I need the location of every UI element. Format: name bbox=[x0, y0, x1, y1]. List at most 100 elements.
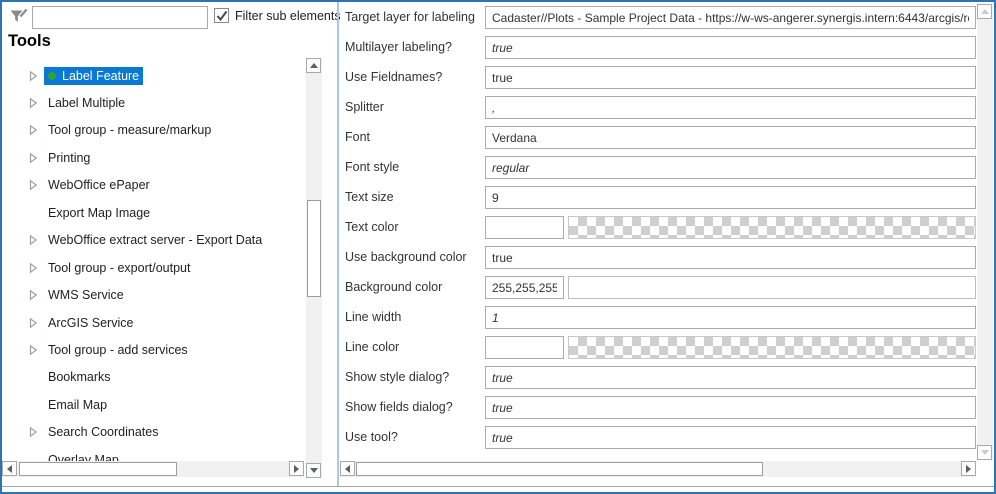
tree-item-tool-group-measure-markup[interactable]: Tool group - measure/markup bbox=[2, 117, 304, 144]
tree-horizontal-scrollbar[interactable] bbox=[2, 461, 304, 477]
properties-panel: Target layer for labelingMultilayer labe… bbox=[339, 2, 993, 486]
transparent-color-swatch[interactable] bbox=[568, 216, 976, 239]
tree-scrollbar-thumb[interactable] bbox=[307, 200, 321, 297]
property-value-input[interactable] bbox=[485, 96, 976, 119]
property-label: Text size bbox=[345, 190, 394, 204]
property-value-input[interactable] bbox=[485, 36, 976, 59]
tree-item-search-coordinates[interactable]: Search Coordinates bbox=[2, 419, 304, 446]
scroll-right-button[interactable] bbox=[289, 461, 304, 476]
expand-arrow-icon[interactable] bbox=[29, 152, 41, 164]
tree-item-wms-service[interactable]: WMS Service bbox=[2, 282, 304, 309]
expand-arrow-icon[interactable] bbox=[29, 179, 41, 191]
tree-item-label-wrap[interactable]: Search Coordinates bbox=[44, 423, 162, 441]
property-value-input[interactable] bbox=[485, 66, 976, 89]
tree-item-label: Label Feature bbox=[62, 68, 140, 83]
filter-input[interactable] bbox=[32, 6, 208, 29]
property-value-input[interactable] bbox=[485, 186, 976, 209]
tree-item-printing[interactable]: Printing bbox=[2, 144, 304, 171]
tree-item-label-feature[interactable]: Label Feature bbox=[2, 62, 304, 89]
scroll-down-button[interactable] bbox=[977, 445, 992, 460]
tree-item-tool-group-export-output[interactable]: Tool group - export/output bbox=[2, 254, 304, 281]
tree-item-label-wrap[interactable]: Export Map Image bbox=[44, 204, 154, 222]
property-label: Use tool? bbox=[345, 430, 398, 444]
tree-item-label-multiple[interactable]: Label Multiple bbox=[2, 89, 304, 116]
property-label: Font style bbox=[345, 160, 400, 174]
expand-arrow-icon[interactable] bbox=[29, 124, 41, 136]
expand-arrow-icon[interactable] bbox=[29, 344, 41, 356]
scroll-left-button[interactable] bbox=[2, 461, 17, 476]
tree-item-label-wrap[interactable]: WebOffice extract server - Export Data bbox=[44, 231, 266, 249]
scroll-left-button[interactable] bbox=[340, 461, 355, 476]
property-label: Multilayer labeling? bbox=[345, 40, 453, 54]
property-row-show-fields-dialog: Show fields dialog? bbox=[339, 396, 993, 420]
properties-hscrollbar-thumb[interactable] bbox=[356, 462, 763, 476]
tree-item-label-wrap[interactable]: ArcGIS Service bbox=[44, 314, 137, 332]
tree-item-label-wrap[interactable]: Label Multiple bbox=[44, 94, 129, 112]
color-value-input[interactable] bbox=[485, 336, 564, 359]
property-row-font-style: Font style bbox=[339, 156, 993, 180]
property-value-input[interactable] bbox=[485, 306, 976, 329]
panel-divider[interactable] bbox=[337, 2, 339, 486]
property-row-text-color: Text color bbox=[339, 216, 993, 240]
property-row-text-size: Text size bbox=[339, 186, 993, 210]
expand-arrow-icon[interactable] bbox=[29, 289, 41, 301]
tree-item-weboffice-extract-server-export-data[interactable]: WebOffice extract server - Export Data bbox=[2, 227, 304, 254]
expand-arrow-icon[interactable] bbox=[29, 70, 41, 82]
tree-item-label-wrap[interactable]: Bookmarks bbox=[44, 368, 115, 386]
expand-arrow-icon[interactable] bbox=[29, 262, 41, 274]
property-label: Splitter bbox=[345, 100, 384, 114]
property-value-input[interactable] bbox=[485, 126, 976, 149]
tree-item-label-wrap[interactable]: WMS Service bbox=[44, 286, 128, 304]
tree-item-email-map[interactable]: Email Map bbox=[2, 391, 304, 418]
property-value-input[interactable] bbox=[485, 156, 976, 179]
property-row-multilayer-labeling: Multilayer labeling? bbox=[339, 36, 993, 60]
scroll-up-button[interactable] bbox=[306, 58, 321, 73]
tree-item-overlay-map[interactable]: Overlay Map bbox=[2, 446, 304, 462]
expand-arrow-icon[interactable] bbox=[29, 426, 41, 438]
expand-arrow-icon[interactable] bbox=[29, 234, 41, 246]
scroll-down-button[interactable] bbox=[306, 463, 321, 478]
scroll-up-button[interactable] bbox=[977, 4, 992, 19]
tree-item-label-wrap[interactable]: Overlay Map bbox=[44, 451, 123, 462]
tree-item-bookmarks[interactable]: Bookmarks bbox=[2, 364, 304, 391]
tree-item-export-map-image[interactable]: Export Map Image bbox=[2, 199, 304, 226]
property-label: Target layer for labeling bbox=[345, 10, 475, 24]
expand-arrow-icon[interactable] bbox=[29, 317, 41, 329]
property-value-input[interactable] bbox=[485, 6, 976, 29]
property-value-input[interactable] bbox=[485, 366, 976, 389]
tree-item-label: Label Multiple bbox=[48, 95, 126, 110]
transparent-color-swatch[interactable] bbox=[568, 336, 976, 359]
tree-item-label-wrap[interactable]: Printing bbox=[44, 149, 94, 167]
tree-item-label: Search Coordinates bbox=[48, 425, 159, 440]
expand-arrow-icon[interactable] bbox=[29, 97, 41, 109]
color-value-input[interactable] bbox=[485, 276, 564, 299]
property-label: Line width bbox=[345, 310, 402, 324]
tree-hscrollbar-thumb[interactable] bbox=[19, 462, 177, 476]
scroll-right-button[interactable] bbox=[961, 461, 976, 476]
tree-vertical-scrollbar[interactable] bbox=[306, 58, 322, 478]
property-value-input[interactable] bbox=[485, 246, 976, 269]
property-label: Show style dialog? bbox=[345, 370, 450, 384]
properties-horizontal-scrollbar[interactable] bbox=[340, 461, 976, 477]
tree-item-label-wrap[interactable]: Label Feature bbox=[44, 66, 144, 85]
tree-item-tool-group-add-services[interactable]: Tool group - add services bbox=[2, 337, 304, 364]
tree-item-label-wrap[interactable]: Tool group - export/output bbox=[44, 259, 194, 277]
property-row-background-color: Background color bbox=[339, 276, 993, 300]
property-value-input[interactable] bbox=[485, 426, 976, 449]
tree-item-label-wrap[interactable]: Tool group - add services bbox=[44, 341, 192, 359]
tree-item-label: ArcGIS Service bbox=[48, 315, 134, 330]
tree-item-label-wrap[interactable]: Tool group - measure/markup bbox=[44, 121, 215, 139]
properties-vertical-scrollbar[interactable] bbox=[977, 4, 993, 460]
color-value-input[interactable] bbox=[485, 216, 564, 239]
active-tool-dot-icon bbox=[48, 71, 56, 80]
property-row-splitter: Splitter bbox=[339, 96, 993, 120]
tree-item-label: Tool group - add services bbox=[48, 343, 188, 357]
filter-sub-elements-checkbox[interactable] bbox=[214, 8, 229, 23]
tree-item-label-wrap[interactable]: Email Map bbox=[44, 396, 111, 414]
color-swatch[interactable] bbox=[568, 276, 976, 299]
property-value-input[interactable] bbox=[485, 396, 976, 419]
tree-item-label-wrap[interactable]: WebOffice ePaper bbox=[44, 176, 154, 194]
tree-item-arcgis-service[interactable]: ArcGIS Service bbox=[2, 309, 304, 336]
tree-item-weboffice-epaper[interactable]: WebOffice ePaper bbox=[2, 172, 304, 199]
